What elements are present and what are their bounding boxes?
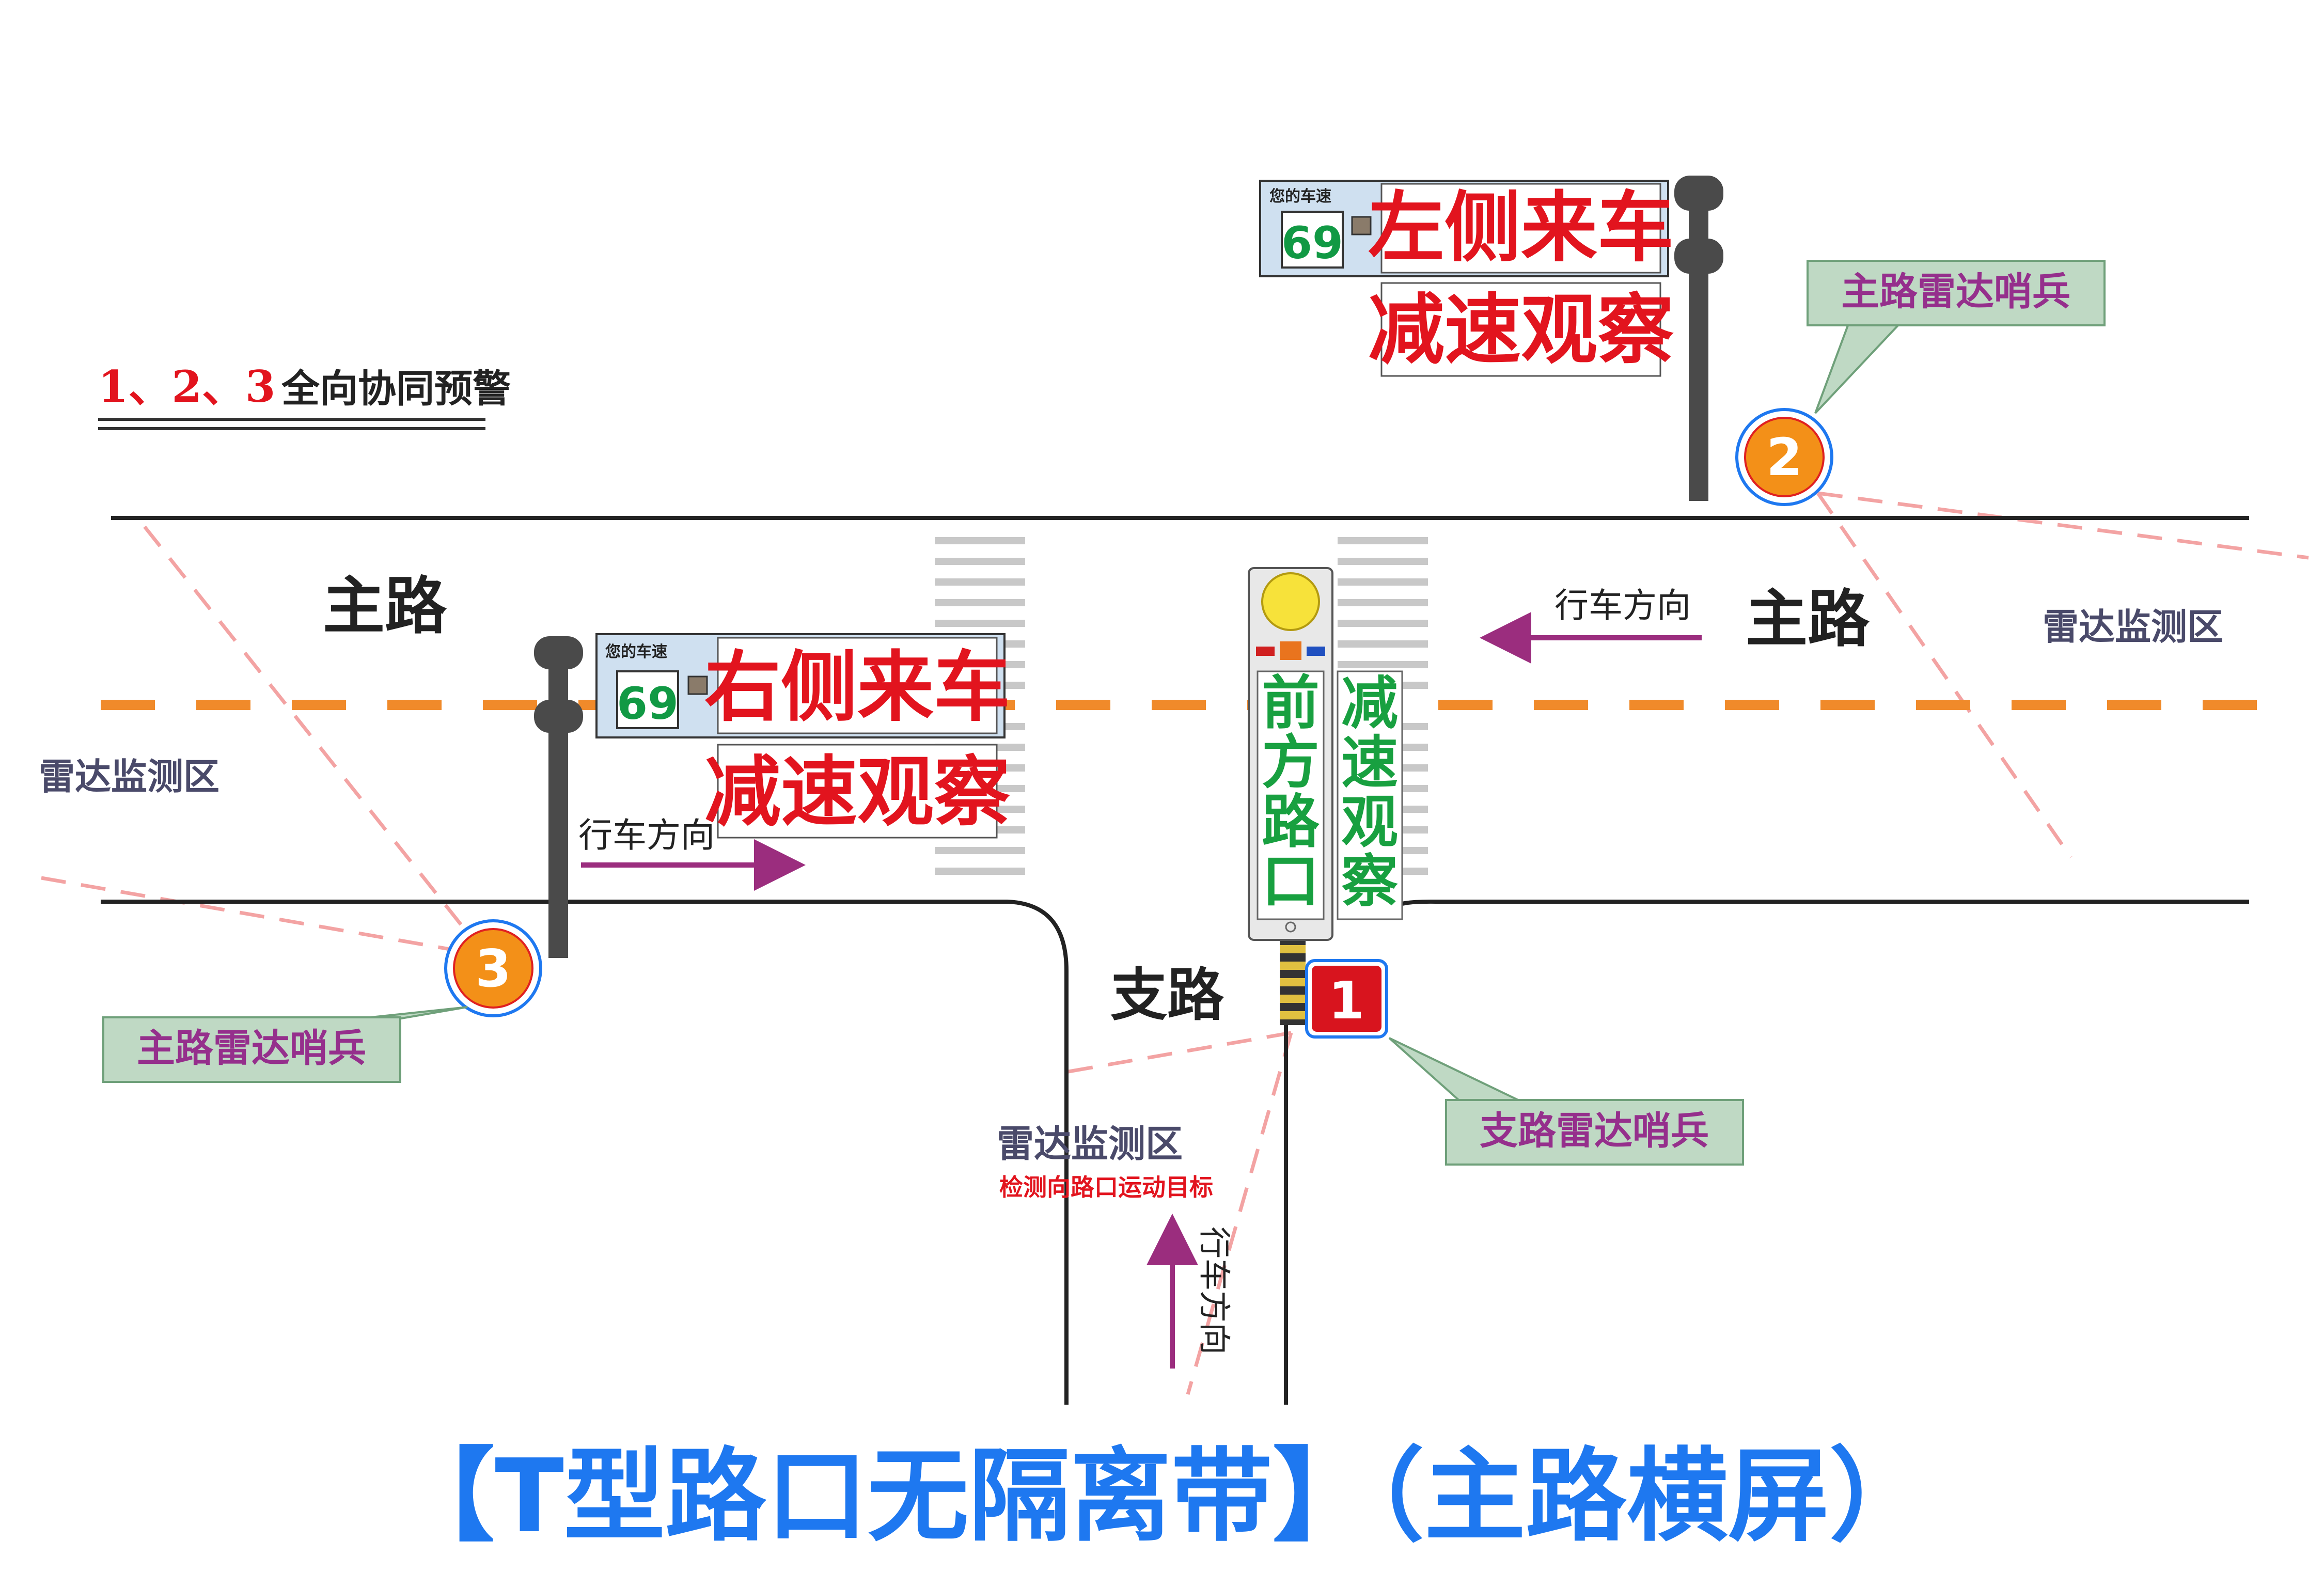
legend: 1、2、3 全向协同预警 [98,361,511,430]
speed-label-top: 您的车速 [1269,187,1331,206]
legend-numbers: 1、2、3 [98,361,275,412]
callout-sentinel-2: 主路雷达哨兵 [1807,260,2106,414]
sentinel-1-number: 1 [1328,970,1364,1031]
direction-arrow-branch: 行车方向 [1147,1214,1233,1369]
branch-sign-col2-4: 察 [1341,848,1398,915]
radar-zone-label-branch: 雷达监测区 [997,1122,1183,1166]
branch-sign-col2-2: 速 [1341,729,1398,796]
callout-sentinel-3: 主路雷达哨兵 [102,1006,468,1083]
main-road-label-left: 主路 [323,571,447,642]
main-road-label-right: 主路 [1746,584,1870,655]
direction-label-right: 行车方向 [1554,586,1691,625]
vms-sign-top: 您的车速 69 左侧来车 减速观察 [1259,180,1674,377]
direction-label-left: 行车方向 [578,815,715,855]
speed-label-left: 您的车速 [605,643,667,661]
vms-sign-left: 您的车速 69 右侧来车 减速观察 [595,633,1010,839]
speed-value-top: 69 [1281,217,1343,269]
callout-sentinel-3-label: 主路雷达哨兵 [137,1026,366,1071]
direction-arrow-left: 行车方向 [578,815,806,891]
page-title: 【T型路口无隔离带】（主路横屏） [394,1438,1930,1555]
branch-sign: 前 方 路 口 减 速 观 察 [1248,567,1403,1025]
sentinel-3-marker: 3 [444,919,542,1017]
radar-zone-label-right: 雷达监测区 [2043,606,2223,648]
direction-label-branch: 行车方向 [1196,1227,1233,1355]
branch-sign-col1-4: 口 [1262,847,1320,915]
branch-sign-col2-1: 减 [1341,670,1398,736]
sign-left-line2: 减速观察 [704,747,1010,837]
sign-pole-top [1674,176,1723,501]
warning-light [1261,572,1320,631]
callout-sentinel-1-label: 支路雷达哨兵 [1480,1109,1709,1153]
sign-pole-left [534,636,583,958]
sign-top-line2: 减速观察 [1368,285,1674,374]
branch-sign-col2-3: 观 [1341,789,1398,855]
sign-top-line1: 左侧来车 [1368,182,1674,272]
branch-road-label: 支路 [1110,962,1224,1028]
direction-arrow-right: 行车方向 [1480,586,1702,664]
branch-sign-col1-3: 路 [1262,788,1320,856]
legend-text: 全向协同预警 [281,367,511,411]
radar-zone-note: 检测向路口运动目标 [999,1173,1213,1201]
callout-sentinel-1: 支路雷达哨兵 [1388,1037,1744,1166]
callout-sentinel-2-label: 主路雷达哨兵 [1841,270,2070,314]
sign-left-line1: 右侧来车 [704,642,1010,732]
radar-zone-label-left: 雷达监测区 [39,756,219,798]
sentinel-2-number: 2 [1766,427,1802,488]
branch-sign-col1-2: 方 [1262,729,1320,796]
branch-sign-col1-1: 前 [1262,669,1320,737]
sentinel-1-marker: 1 [1305,959,1388,1039]
sentinel-2-marker: 2 [1735,408,1833,506]
speed-value-left: 69 [617,678,679,730]
sentinel-3-number: 3 [475,938,511,999]
radar-lines [41,491,2309,1395]
